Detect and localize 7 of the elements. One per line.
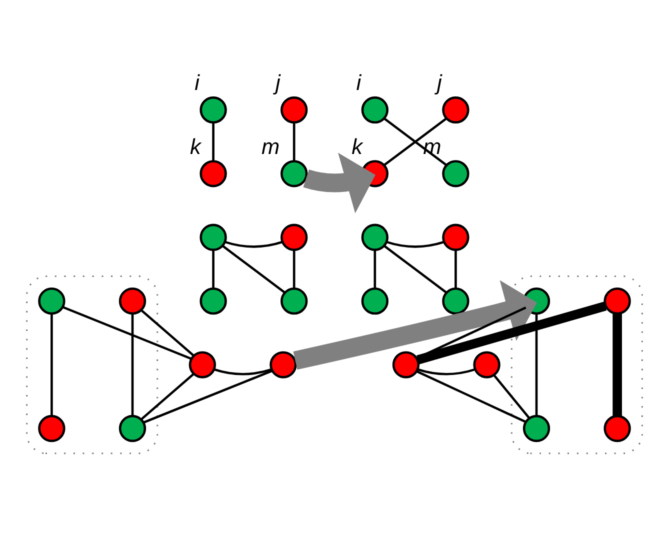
node-label: k — [352, 133, 362, 158]
node-label: i — [356, 70, 362, 95]
node-label: i — [194, 70, 200, 95]
node-label: m — [261, 133, 280, 158]
node-label: j — [275, 70, 280, 95]
node-label: k — [190, 133, 201, 158]
node-label: j — [437, 70, 442, 95]
